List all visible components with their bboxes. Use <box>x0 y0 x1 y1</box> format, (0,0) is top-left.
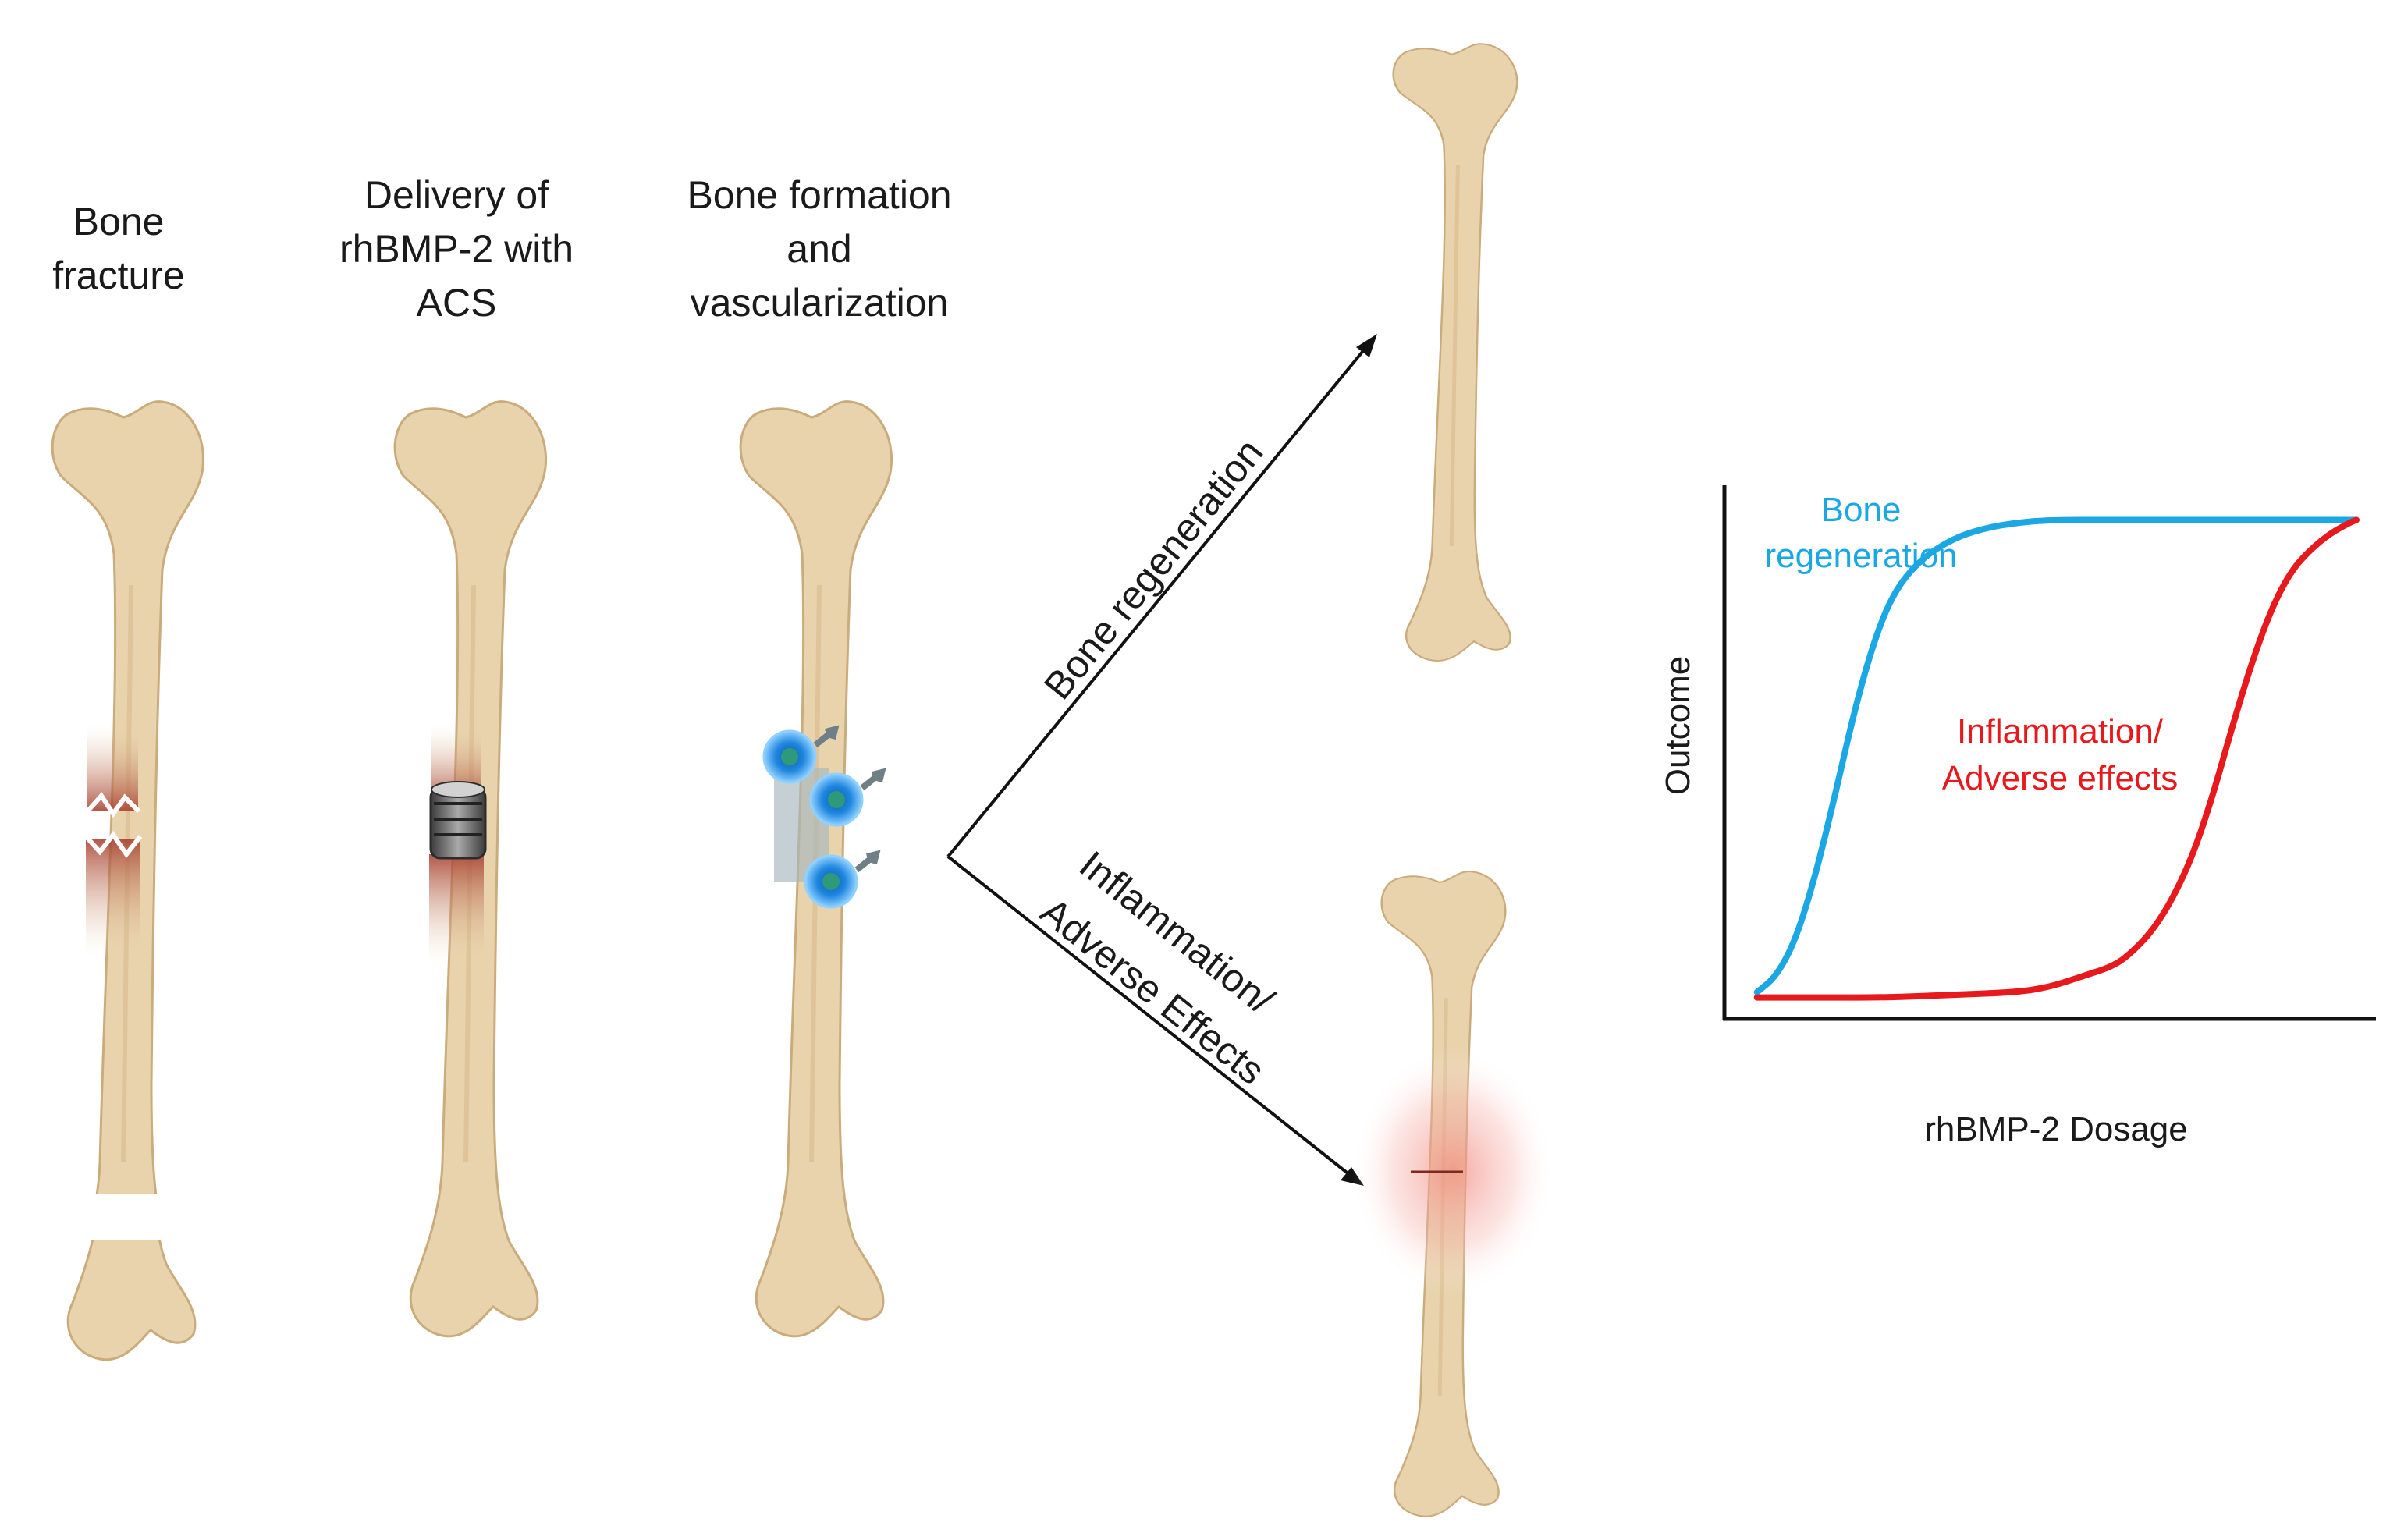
stage-label-line: Bone <box>73 200 165 243</box>
adverse-label-line2: Adverse effects <box>1942 759 2178 797</box>
stage-label-line: rhBMP-2 with <box>339 227 574 271</box>
stage-label-line: ACS <box>416 281 497 325</box>
bone-forming <box>740 402 891 1336</box>
regeneration-series-label: Bone regeneration <box>1764 491 1957 575</box>
upper-arrow-label: Bone regeneration <box>1035 431 1271 708</box>
y-axis-label: Outcome <box>1659 656 1697 796</box>
branch-arrows: Bone regeneration Inflammation/ Adverse … <box>946 334 1377 1186</box>
lower-arrow <box>946 855 1355 1180</box>
x-axis-label: rhBMP-2 Dosage <box>1924 1110 2187 1148</box>
adverse-series-label: Inflammation/ Adverse effects <box>1942 712 2178 797</box>
acs-scaffold-icon <box>429 781 487 860</box>
fracture-bleeding-top <box>87 726 138 811</box>
regeneration-label-line1: Bone <box>1821 491 1902 529</box>
fractured-bone <box>52 402 203 1360</box>
stem-cell-icon <box>804 850 881 909</box>
adverse-label-line1: Inflammation/ <box>1957 712 2164 750</box>
regenerated-bone <box>1394 44 1518 661</box>
stage-label-line: and <box>787 227 852 271</box>
regeneration-curve <box>1753 516 2360 995</box>
stage-label-line: vascularization <box>690 281 949 325</box>
fracture-bleeding-bottom <box>86 839 140 956</box>
stage-label-delivery: Delivery of rhBMP-2 with ACS <box>312 169 601 330</box>
stage-label-bone-formation: Bone formation and vascularization <box>655 169 983 330</box>
stem-cell-icon <box>809 768 886 827</box>
dosage-outcome-chart: Outcome rhBMP-2 Dosage Bone regeneration… <box>1659 485 2376 1148</box>
bone-with-acs-delivery <box>395 402 545 1336</box>
stage-label-line: Delivery of <box>364 173 549 217</box>
stage-label-bone-fracture: Bone fracture <box>25 195 212 303</box>
stage-label-line: Bone formation <box>687 173 952 217</box>
inflamed-bone <box>1351 871 1554 1517</box>
stage-label-line: fracture <box>52 254 185 297</box>
regeneration-label-line2: regeneration <box>1764 537 1957 575</box>
upper-arrow <box>946 342 1371 858</box>
adverse-effects-curve <box>1753 516 2360 1001</box>
stem-cell-icon <box>762 725 840 784</box>
